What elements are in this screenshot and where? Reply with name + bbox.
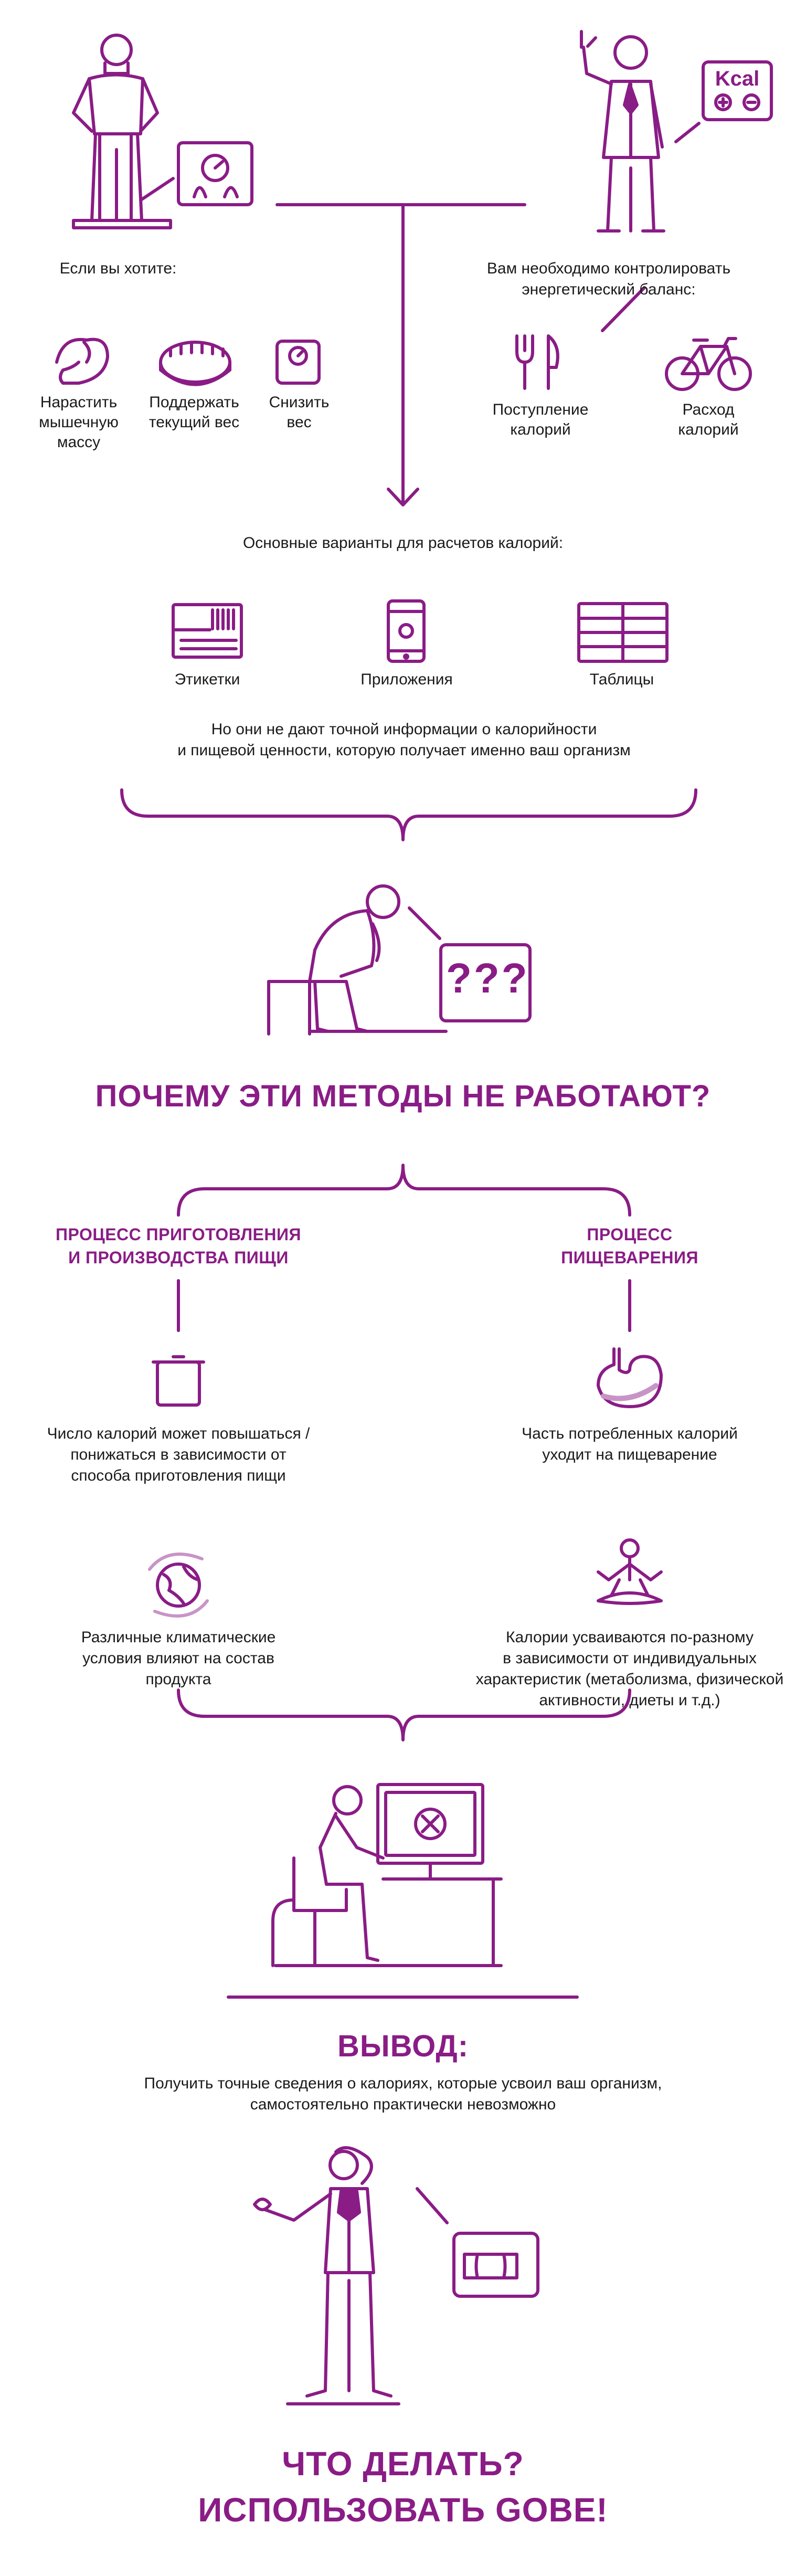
bicycle-icon bbox=[665, 337, 752, 391]
right-column-title: ПРОЦЕСС ПИЩЕВАРЕНИЯ bbox=[561, 1225, 698, 1267]
phone-app-icon bbox=[387, 599, 426, 663]
fork-knife-icon bbox=[515, 334, 559, 390]
measuring-tape-icon bbox=[159, 341, 231, 386]
intro-left-title: Если вы хотите: bbox=[59, 260, 177, 277]
thinking-man-icon bbox=[267, 884, 448, 1036]
intro-connector bbox=[275, 203, 646, 506]
right-point-2: Калории усваиваются по-разному в зависим… bbox=[475, 1629, 784, 1709]
table-grid-icon bbox=[577, 602, 669, 663]
kcal-calculator-icon bbox=[674, 60, 773, 143]
muscle-arm-icon bbox=[55, 337, 109, 385]
conclusion-text: Получить точные сведения о калориях, кот… bbox=[144, 2075, 662, 2113]
smartwatch-icon bbox=[416, 2187, 539, 2298]
goal-label-muscle: Нарастить мышечную массу bbox=[39, 394, 119, 451]
label-tag-icon bbox=[172, 603, 243, 659]
cooking-pot-icon bbox=[152, 1355, 205, 1407]
method-label-labels: Этикетки bbox=[174, 671, 240, 688]
methods-bracket bbox=[120, 788, 697, 841]
left-point-2: Различные климатические условия влияют н… bbox=[81, 1629, 276, 1688]
man-thinking-icon bbox=[580, 30, 665, 233]
scale-icon bbox=[275, 340, 321, 385]
question-marks: ??? bbox=[446, 955, 529, 1001]
right-point-1: Часть потребленных калорий уходит на пищ… bbox=[522, 1425, 738, 1463]
cta-text: ЧТО ДЕЛАТЬ? ИСПОЛЬЗОВАТЬ GOBE! bbox=[198, 2445, 608, 2529]
balance-label-intake: Поступление калорий bbox=[492, 401, 589, 438]
question-box-icon bbox=[408, 906, 532, 1022]
meditating-person-icon bbox=[597, 1538, 663, 1605]
balance-label-expense: Расход калорий bbox=[678, 401, 739, 438]
stomach-icon bbox=[597, 1347, 663, 1408]
left-point-1: Число калорий может повышаться / понижат… bbox=[47, 1425, 310, 1484]
intro-right-title: Вам необходимо контролировать энергетиче… bbox=[486, 260, 731, 298]
conclusion-heading: ВЫВОД: bbox=[337, 2029, 469, 2063]
globe-icon bbox=[148, 1553, 209, 1618]
methods-note: Но они не дают точной информации о калор… bbox=[177, 721, 631, 759]
left-column-title: ПРОЦЕСС ПРИГОТОВЛЕНИЯ И ПРОИЗВОДСТВА ПИЩ… bbox=[56, 1225, 301, 1267]
conclusion-bracket bbox=[177, 1688, 631, 1741]
goal-label-lose: Снизить вес bbox=[269, 394, 330, 431]
why-connectors bbox=[177, 1279, 631, 1332]
scale-dial-icon bbox=[140, 141, 253, 206]
why-heading: ПОЧЕМУ ЭТИ МЕТОДЫ НЕ РАБОТАЮТ? bbox=[95, 1079, 711, 1113]
confused-man-icon bbox=[253, 2146, 400, 2405]
method-label-apps: Приложения bbox=[360, 671, 453, 688]
man-on-scale-icon bbox=[72, 34, 172, 229]
methods-title: Основные варианты для расчетов калорий: bbox=[242, 534, 564, 552]
method-label-tables: Таблицы bbox=[589, 671, 654, 688]
goal-label-maintain: Поддержать текущий вес bbox=[149, 394, 240, 431]
kcal-label: Kcal bbox=[715, 67, 760, 90]
man-at-computer-icon bbox=[227, 1783, 579, 1999]
